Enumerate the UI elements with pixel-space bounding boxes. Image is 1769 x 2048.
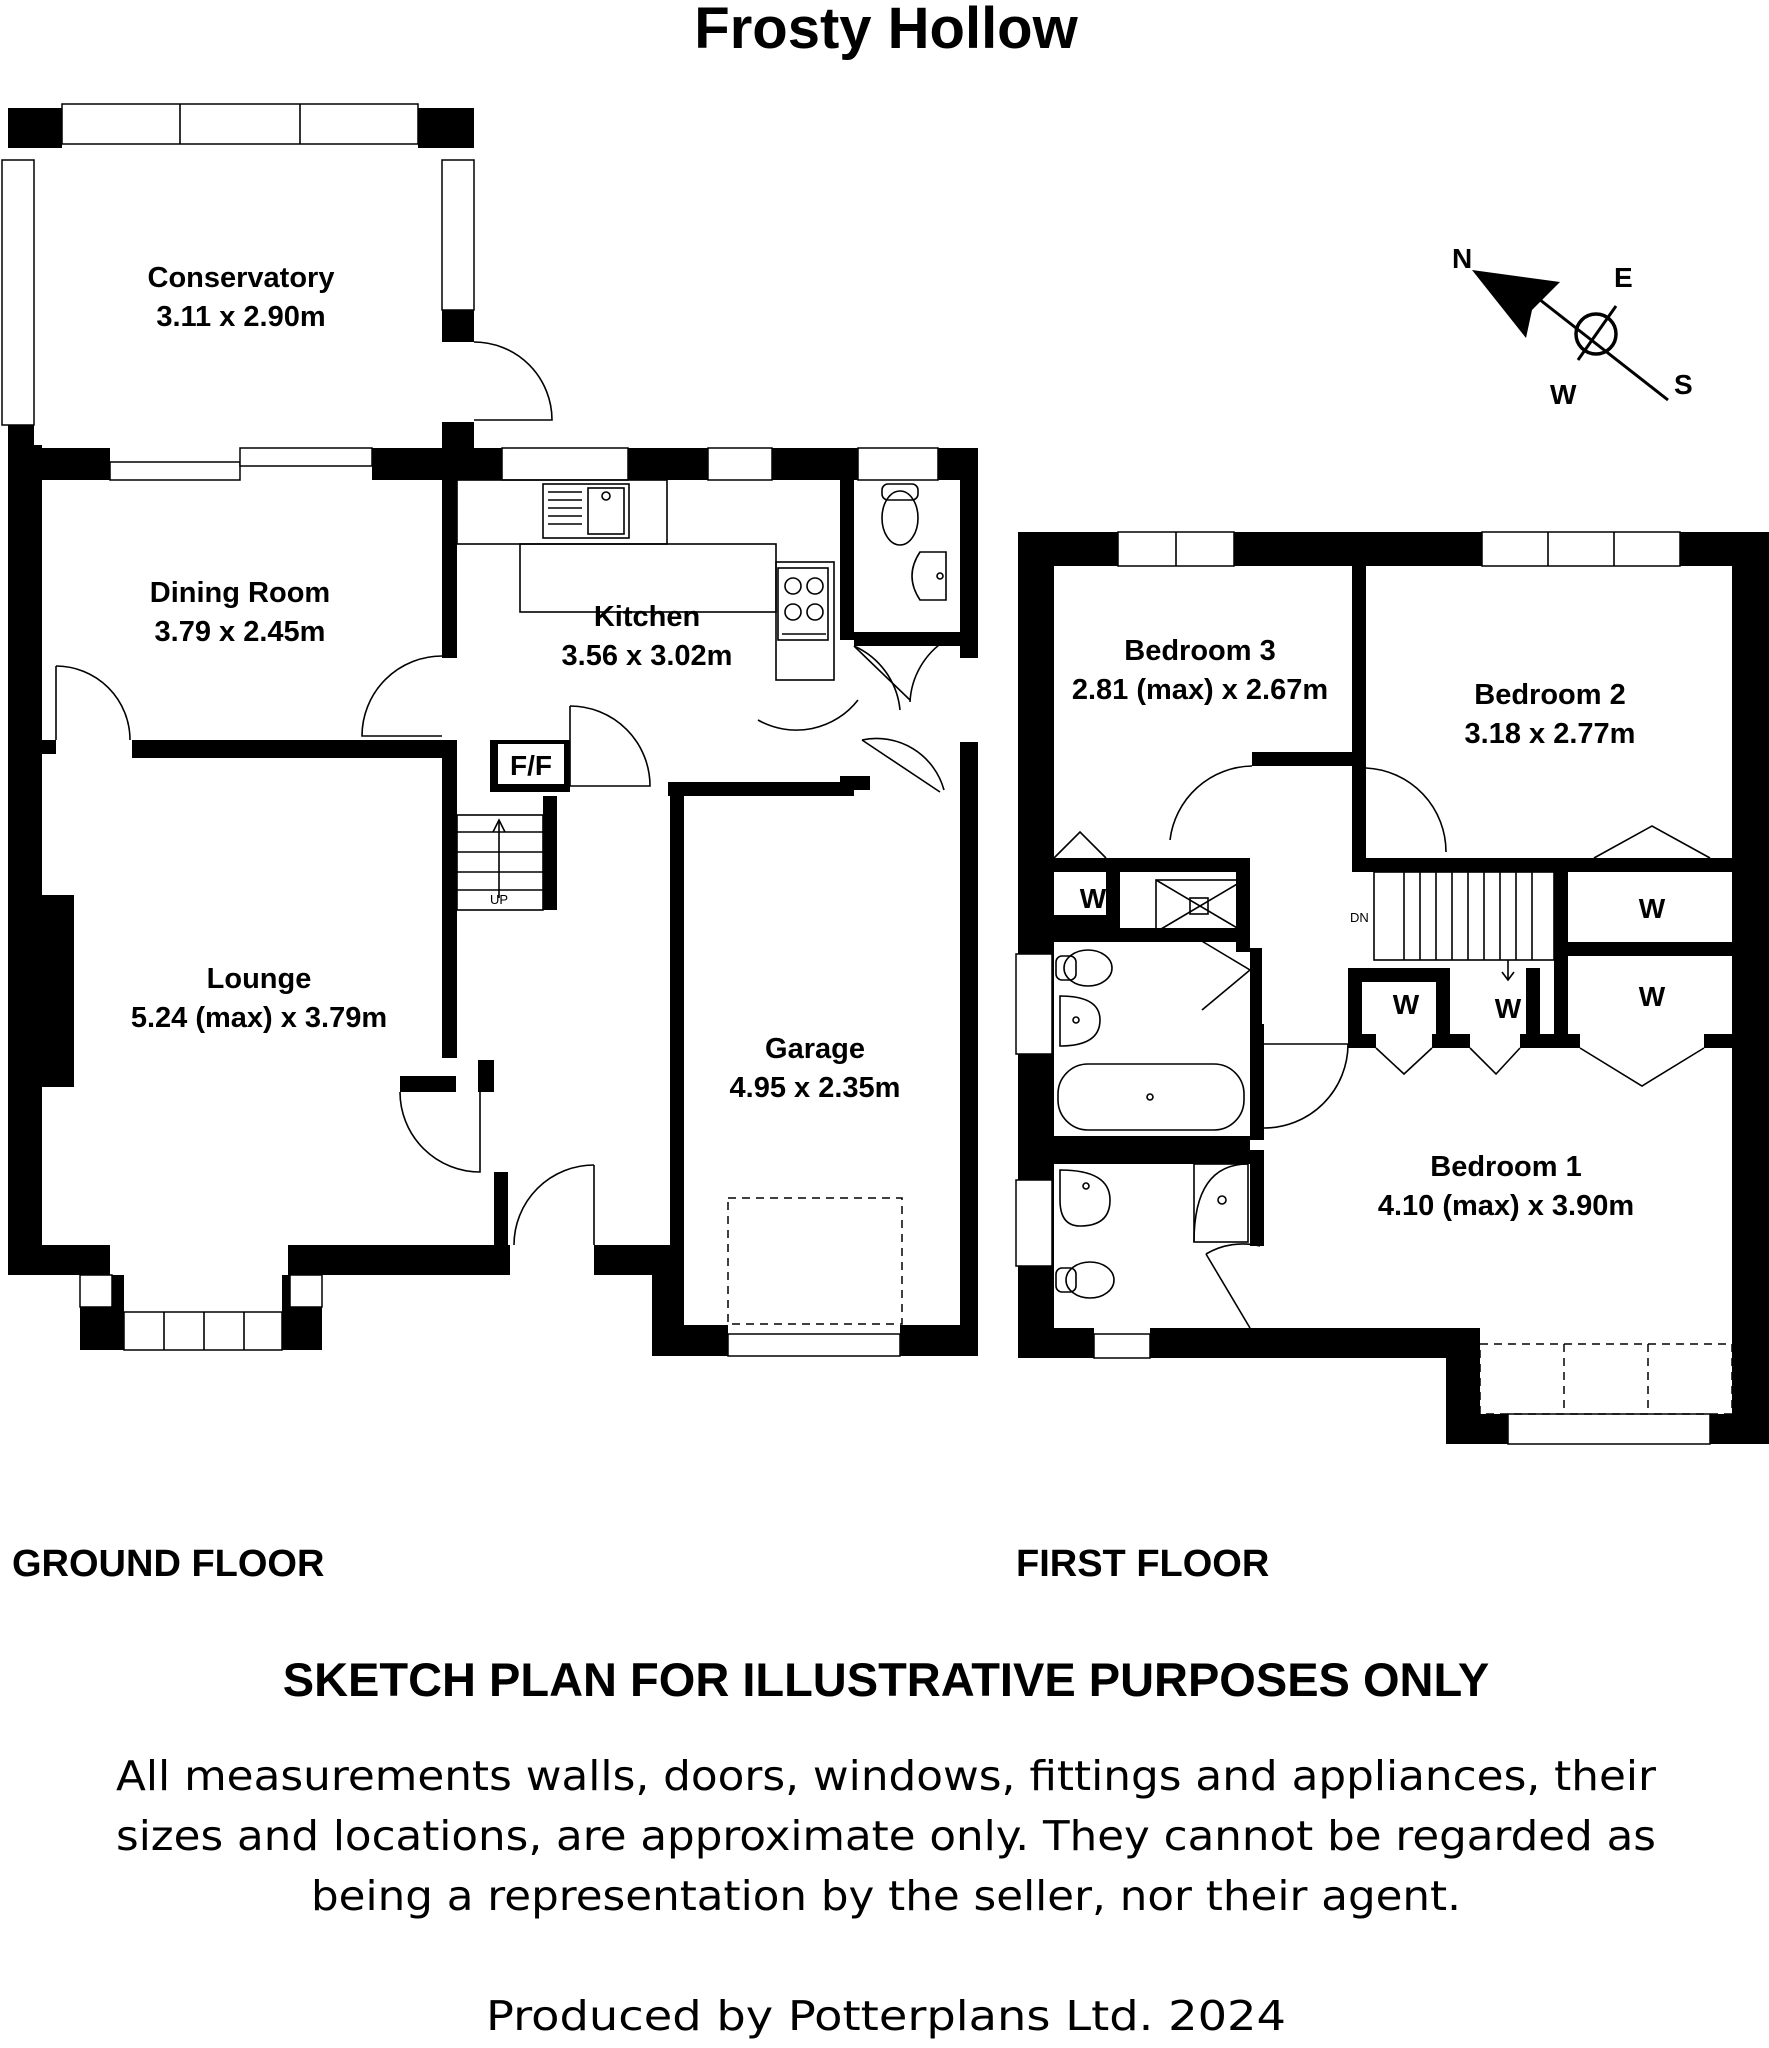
compass-n: N xyxy=(1452,243,1472,274)
disclaimer-line-3: being a representation by the seller, no… xyxy=(311,1872,1461,1920)
room-name-conservatory: Conservatory xyxy=(148,262,335,294)
disclaimer-heading: SKETCH PLAN FOR ILLUSTRATIVE PURPOSES ON… xyxy=(283,1653,1489,1706)
ground-floor-plan: F/F xyxy=(1,103,978,1357)
compass-rose: N E S W xyxy=(1452,243,1693,410)
compass-e: E xyxy=(1614,262,1633,293)
room-name-bedroom-3: Bedroom 3 xyxy=(1124,635,1275,667)
wardrobe-label-5: W xyxy=(1639,981,1666,1012)
room-name-lounge: Lounge xyxy=(207,963,312,995)
wardrobe-label-3: W xyxy=(1393,989,1420,1020)
room-name-bedroom-1: Bedroom 1 xyxy=(1430,1151,1581,1183)
fridge-freezer-label: F/F xyxy=(510,750,552,781)
room-name-dining-room: Dining Room xyxy=(150,577,330,609)
compass-s: S xyxy=(1674,369,1693,400)
wardrobe-label-1: W xyxy=(1080,883,1107,914)
room-size-bedroom-3: 2.81 (max) x 2.67m xyxy=(1072,674,1328,706)
credit-line: Produced by Potterplans Ltd. 2024 xyxy=(486,1992,1286,2040)
room-name-bedroom-2: Bedroom 2 xyxy=(1474,679,1625,711)
room-name-kitchen: Kitchen xyxy=(594,601,700,633)
ground-floor-label: GROUND FLOOR xyxy=(12,1543,324,1585)
compass-w: W xyxy=(1550,379,1577,410)
disclaimer-line-2: sizes and locations, are approximate onl… xyxy=(116,1812,1656,1860)
stairs-down-label: DN xyxy=(1350,910,1369,925)
wardrobe-label-4: W xyxy=(1495,993,1522,1024)
room-name-garage: Garage xyxy=(765,1033,865,1065)
first-floor-plan: W xyxy=(1015,531,1769,1445)
room-size-bedroom-1: 4.10 (max) x 3.90m xyxy=(1378,1190,1634,1222)
room-size-dining-room: 3.79 x 2.45m xyxy=(155,616,326,648)
first-floor-label: FIRST FLOOR xyxy=(1016,1543,1269,1585)
room-size-kitchen: 3.56 x 3.02m xyxy=(562,640,733,672)
stairs-up-label: UP xyxy=(490,892,508,907)
plan-title: Frosty Hollow xyxy=(694,0,1078,61)
room-size-conservatory: 3.11 x 2.90m xyxy=(156,301,325,333)
wardrobe-label-2: W xyxy=(1639,893,1666,924)
room-size-bedroom-2: 3.18 x 2.77m xyxy=(1465,718,1636,750)
disclaimer-line-1: All measurements walls, doors, windows, … xyxy=(116,1752,1656,1800)
room-size-garage: 4.95 x 2.35m xyxy=(730,1072,901,1104)
room-size-lounge: 5.24 (max) x 3.79m xyxy=(131,1002,387,1034)
